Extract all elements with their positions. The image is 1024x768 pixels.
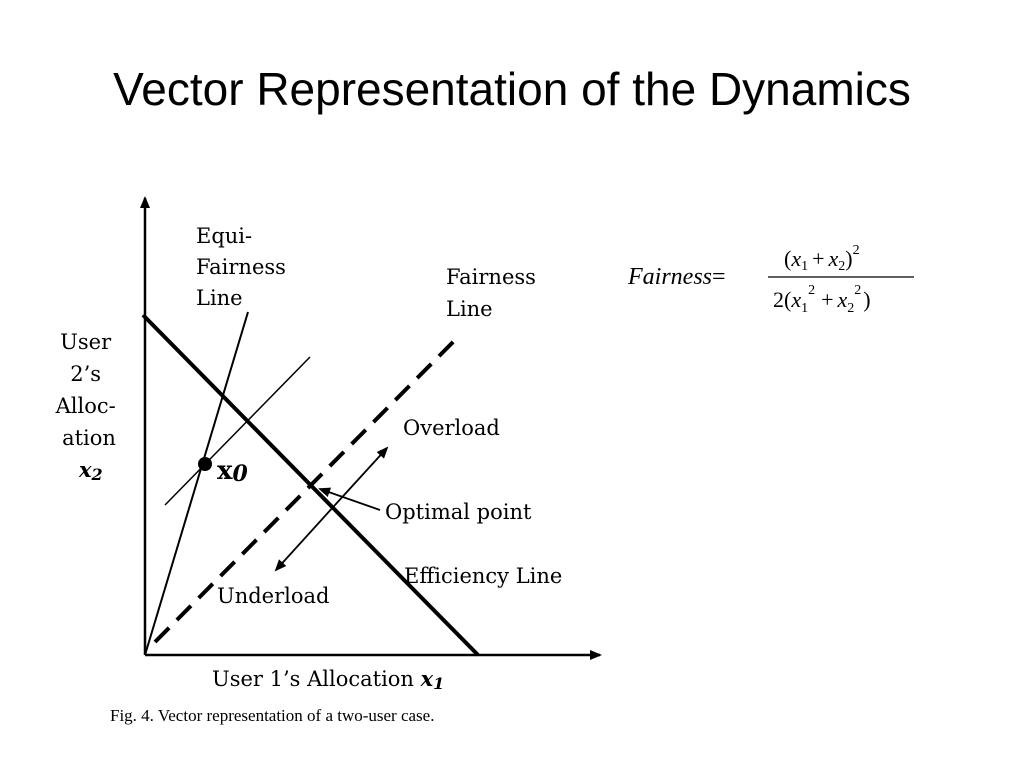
formula-denominator: 2(x12+x22) [773, 283, 871, 316]
fairness-line [153, 335, 460, 644]
overload-label: Overload [403, 416, 500, 440]
efficiency-line-label: Efficiency Line [404, 564, 562, 588]
figure-caption: Fig. 4. Vector representation of a two-u… [110, 706, 434, 725]
equi-fairness-label: Equi- Fairness Line [196, 224, 293, 310]
point-x0-label: x0 [217, 456, 249, 487]
optimal-point-arrow [318, 487, 381, 511]
slide-title: Vector Representation of the Dynamics [113, 63, 911, 115]
optimal-point-label: Optimal point [385, 500, 532, 524]
fairness-line-label: Fairness Line [446, 265, 543, 321]
formula-numerator: (x1+x2)2 [784, 243, 860, 274]
overload-arrow [334, 446, 389, 506]
formula-lhs: Fairness= [627, 264, 726, 290]
point-x0 [198, 457, 212, 471]
y-axis-label: User 2’s Alloc- ation [55, 330, 123, 450]
underload-label: Underload [217, 584, 329, 608]
y-axis-var: x2 [78, 457, 103, 484]
equi-efficiency-line [164, 356, 311, 506]
underload-arrow [274, 504, 336, 572]
fairness-formula: Fairness= (x1+x2)2 2(x12+x22) [627, 243, 914, 316]
equi-fairness-line [144, 311, 249, 656]
x-axis-label: User 1’s Allocation x1 [212, 666, 444, 693]
